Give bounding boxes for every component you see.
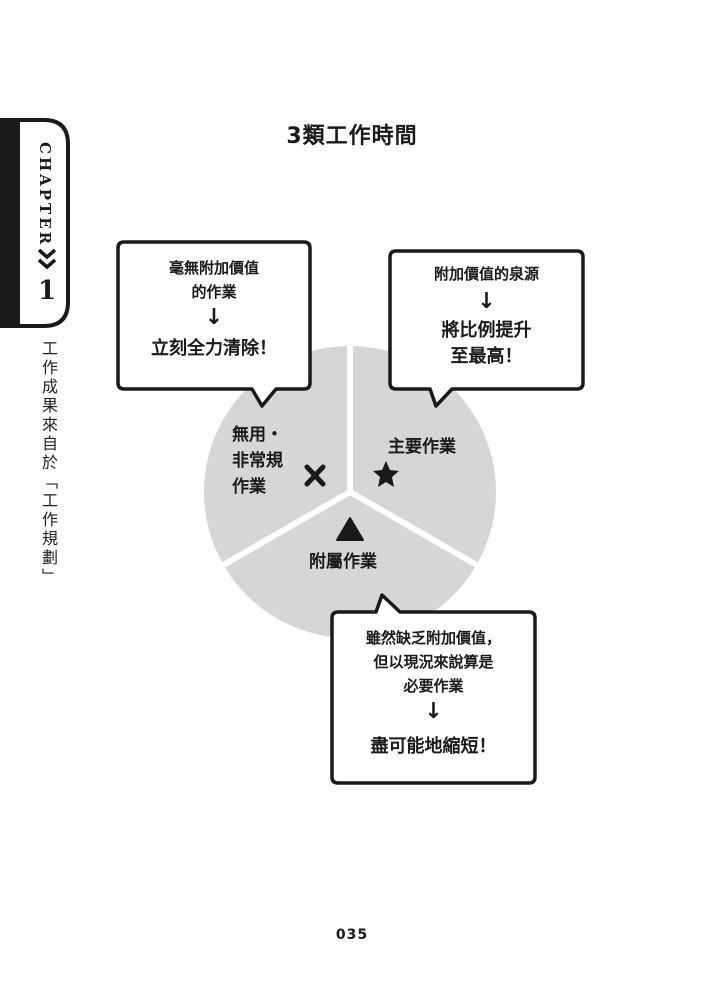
pie-dividers xyxy=(216,340,484,571)
chapter-tab xyxy=(0,118,70,328)
star-icon xyxy=(373,461,399,487)
arrow-down-icon: ↓ xyxy=(204,305,224,330)
page-title: 3類工作時間 xyxy=(286,124,418,149)
cross-icon xyxy=(304,464,326,487)
auxiliary-callout-text: 雖然缺乏附加價值， 但以現況來說算是 必要作業 ↓ 盡可能地縮短！ xyxy=(334,626,533,760)
chapter-subtitle: 工作成果來自於「工作規劃」 xyxy=(39,340,58,587)
double-chevron-down-icon xyxy=(37,248,57,270)
chapter-label: CHAPTER xyxy=(36,142,54,248)
main-work-label: 主要作業 xyxy=(388,437,456,457)
triangle-icon xyxy=(336,517,364,541)
arrow-down-icon: ↓ xyxy=(424,699,443,724)
useless-callout-text: 毫無附加價值 的作業 ↓ 立刻全力清除！ xyxy=(120,256,308,362)
main-callout-box xyxy=(388,249,585,408)
useless-callout-box xyxy=(116,240,312,408)
auxiliary-callout-box xyxy=(330,593,537,785)
page-number: 035 xyxy=(335,927,369,943)
main-callout-text: 附加價值的泉源 ↓ 將比例提升 至最高！ xyxy=(392,262,581,370)
arrow-down-icon: ↓ xyxy=(477,289,496,314)
chapter-number: 1 xyxy=(37,276,57,306)
auxiliary-work-label: 附屬作業 xyxy=(309,552,377,572)
useless-work-label: 無用・ 非常規 作業 xyxy=(232,425,283,497)
